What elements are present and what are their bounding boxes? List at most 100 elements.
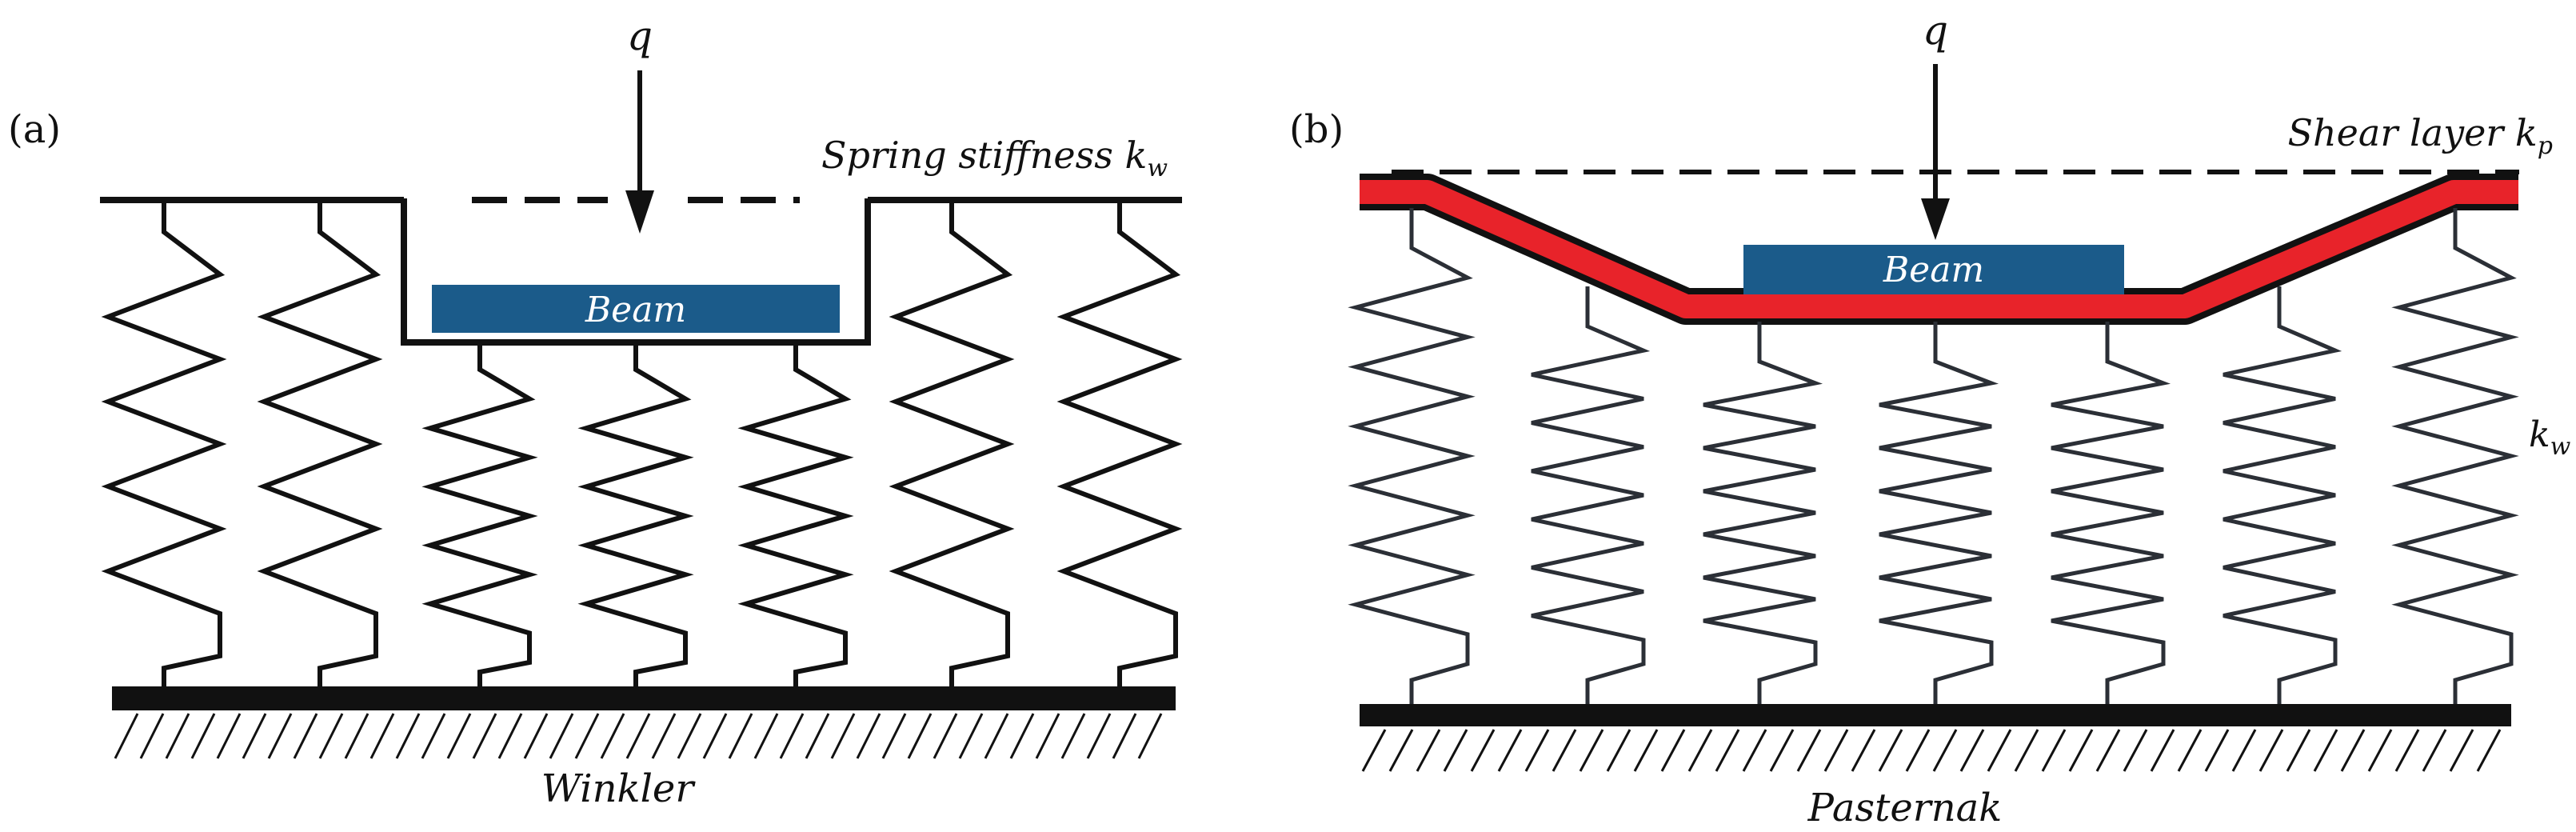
spring bbox=[1703, 322, 1823, 704]
hatch-line bbox=[677, 713, 702, 759]
hatch-line bbox=[1633, 729, 1659, 772]
spring-stiffness-text: Spring stiffness bbox=[821, 134, 1124, 177]
hatch-line bbox=[1905, 729, 1931, 772]
hatch-line bbox=[1715, 729, 1740, 772]
hatch-line bbox=[395, 713, 421, 759]
hatch-line bbox=[1687, 729, 1713, 772]
hatch-line bbox=[1524, 729, 1550, 772]
hatch-line bbox=[1361, 729, 1387, 772]
hatch-line bbox=[2367, 729, 2393, 772]
shear-layer-symbol: k bbox=[2515, 111, 2538, 154]
hatch-line bbox=[2095, 729, 2121, 772]
hatch-line bbox=[2286, 729, 2311, 772]
hatch-line bbox=[2150, 729, 2175, 772]
hatch-line bbox=[267, 713, 293, 759]
panel-a-ground-plate bbox=[112, 686, 1176, 710]
panel-b-label: (b) bbox=[1289, 107, 1344, 152]
hatch-line bbox=[933, 713, 958, 759]
hatch-line bbox=[1932, 729, 1958, 772]
hatch-line bbox=[2449, 729, 2474, 772]
hatch-line bbox=[830, 713, 856, 759]
spring bbox=[421, 346, 538, 686]
hatch-line bbox=[702, 713, 728, 759]
hatch-line bbox=[549, 713, 574, 759]
panel-b-shear-layer-fill bbox=[1360, 180, 2518, 318]
hatch-line bbox=[114, 713, 139, 759]
hatch-line bbox=[805, 713, 830, 759]
hatch-line bbox=[2041, 729, 2067, 772]
hatch-line bbox=[190, 713, 216, 759]
spring bbox=[1879, 322, 1999, 704]
hatch-line bbox=[216, 713, 242, 759]
hatch-line bbox=[2204, 729, 2230, 772]
hatch-line bbox=[2014, 729, 2039, 772]
spring bbox=[1056, 202, 1183, 686]
hatch-line bbox=[2476, 729, 2502, 772]
hatch-line bbox=[1086, 713, 1112, 759]
panel-a-depression-outline bbox=[401, 198, 871, 346]
panel-a-load-arrow bbox=[625, 70, 654, 234]
panel-b-model-label: Pasternak bbox=[1807, 786, 2003, 830]
hatch-line bbox=[421, 713, 446, 759]
shear-layer-subscript: p bbox=[2538, 132, 2553, 160]
panel-b-pasternak: (b) q Shear layer kp Beam kw Pasternak bbox=[1289, 7, 2571, 830]
hatch-line bbox=[1009, 713, 1035, 759]
hatch-line bbox=[753, 713, 779, 759]
hatch-line bbox=[1823, 729, 1849, 772]
hatch-line bbox=[2422, 729, 2447, 772]
spring bbox=[101, 202, 227, 686]
hatch-line bbox=[293, 713, 318, 759]
hatch-line bbox=[369, 713, 395, 759]
panel-b-ground-plate bbox=[1360, 704, 2511, 726]
hatch-line bbox=[1606, 729, 1631, 772]
hatch-line bbox=[1035, 713, 1060, 759]
spring-subscript: w bbox=[2550, 433, 2571, 461]
spring bbox=[889, 202, 1015, 686]
hatch-line bbox=[2177, 729, 2203, 772]
hatch-line bbox=[1796, 729, 1822, 772]
panel-a-springs bbox=[101, 202, 1183, 686]
hatch-line bbox=[907, 713, 933, 759]
spring bbox=[577, 346, 694, 686]
panel-b-spring-label: kw bbox=[2529, 414, 2571, 461]
spring bbox=[1348, 208, 1476, 704]
hatch-line bbox=[1470, 729, 1496, 772]
hatch-line bbox=[1416, 729, 1441, 772]
hatch-line bbox=[1660, 729, 1686, 772]
panel-b-beam-label: Beam bbox=[1883, 250, 1984, 290]
hatch-line bbox=[2394, 729, 2420, 772]
panel-a-ground-hatch bbox=[114, 713, 1163, 759]
hatch-line bbox=[1769, 729, 1795, 772]
hatch-line bbox=[881, 713, 907, 759]
hatch-line bbox=[1851, 729, 1876, 772]
hatch-line bbox=[1579, 729, 1604, 772]
panel-a-spring-stiffness-label: Spring stiffness kw bbox=[821, 134, 1168, 182]
hatch-line bbox=[2123, 729, 2148, 772]
hatch-line bbox=[2313, 729, 2338, 772]
hatch-line bbox=[2231, 729, 2257, 772]
hatch-line bbox=[2258, 729, 2284, 772]
hatch-line bbox=[318, 713, 344, 759]
shear-layer-text: Shear layer bbox=[2288, 111, 2515, 154]
hatch-line bbox=[165, 713, 190, 759]
hatch-line bbox=[523, 713, 549, 759]
hatch-line bbox=[344, 713, 369, 759]
hatch-line bbox=[625, 713, 651, 759]
hatch-line bbox=[651, 713, 677, 759]
panel-a-beam bbox=[432, 285, 840, 333]
hatch-line bbox=[1443, 729, 1468, 772]
spring-stiffness-symbol: k bbox=[1124, 134, 1147, 177]
hatch-line bbox=[779, 713, 805, 759]
spring bbox=[257, 202, 383, 686]
hatch-line bbox=[2068, 729, 2094, 772]
hatch-line bbox=[139, 713, 165, 759]
hatch-line bbox=[1112, 713, 1137, 759]
hatch-line bbox=[472, 713, 497, 759]
hatch-line bbox=[1742, 729, 1767, 772]
hatch-line bbox=[958, 713, 984, 759]
spring bbox=[1531, 286, 1651, 704]
hatch-line bbox=[1987, 729, 2012, 772]
hatch-line bbox=[1060, 713, 1086, 759]
panel-b-load-arrow bbox=[1921, 64, 1950, 240]
